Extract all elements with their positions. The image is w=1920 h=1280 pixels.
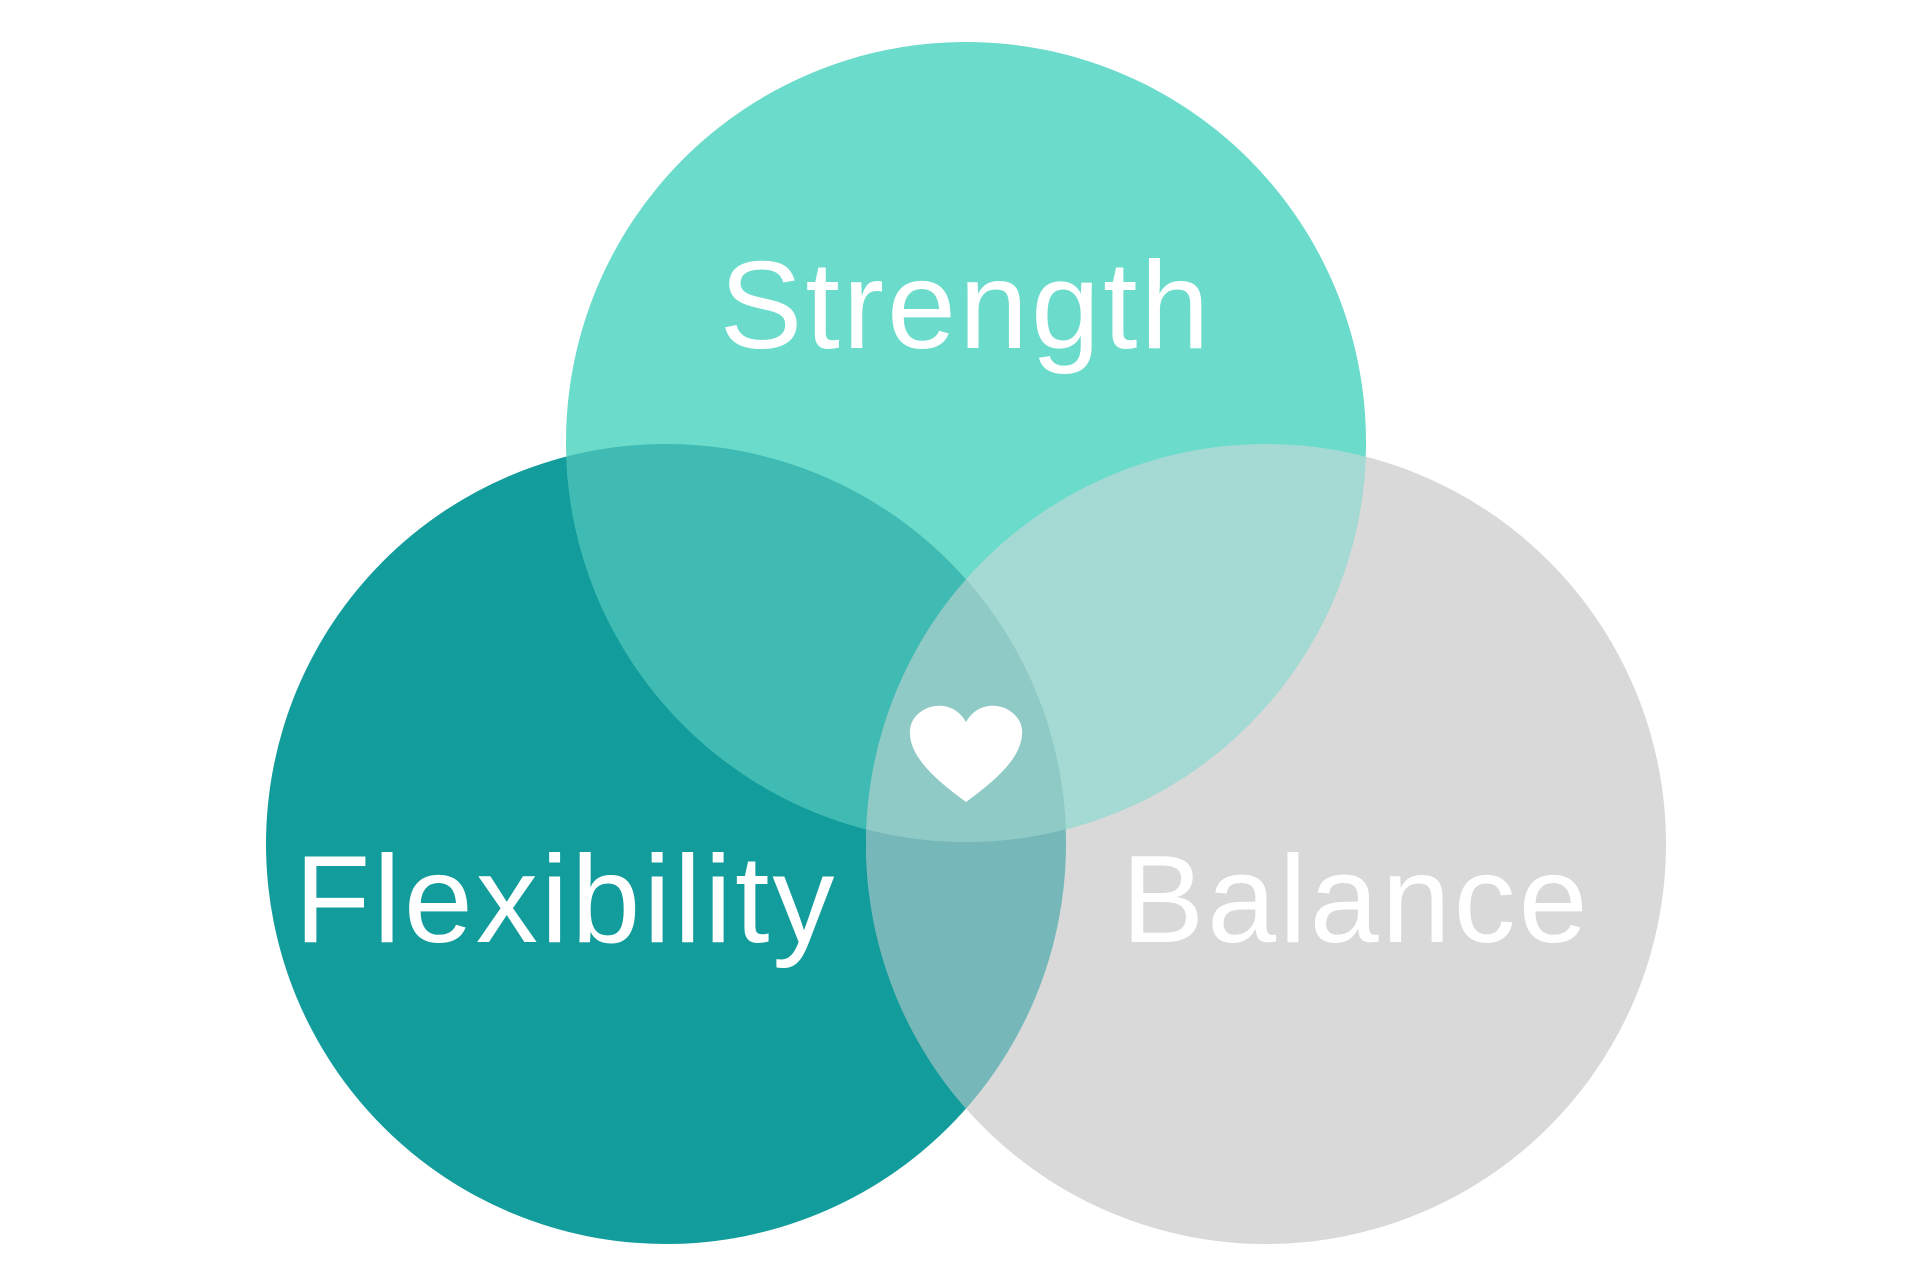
- overlap-strength-flexibility: [566, 444, 1066, 842]
- heart-icon: [909, 705, 1023, 802]
- strength-label: Strength: [720, 237, 1213, 375]
- balance-label: Balance: [1121, 831, 1590, 969]
- overlap-strength-balance: [866, 444, 1366, 842]
- flexibility-label: Flexibility: [295, 831, 838, 969]
